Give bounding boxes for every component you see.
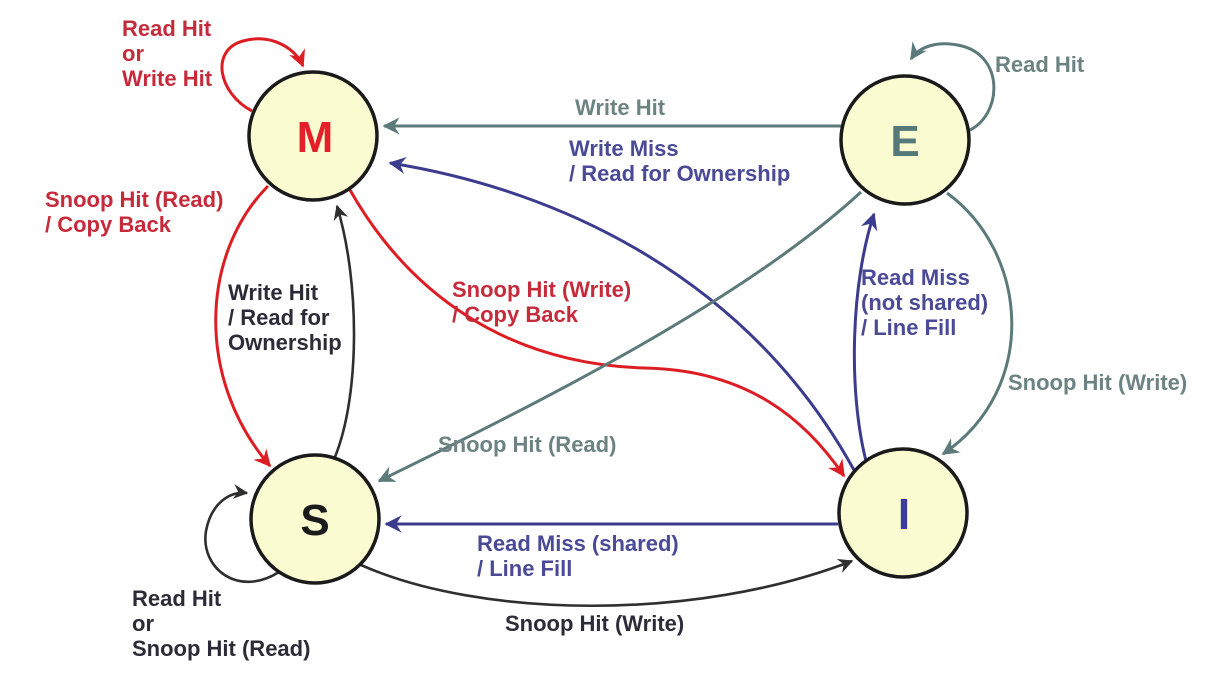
label-line: Read Miss (shared) bbox=[477, 531, 679, 556]
label-line: Snoop Hit (Write) bbox=[452, 277, 632, 302]
state-circle-i bbox=[837, 447, 969, 579]
label-line: Snoop Hit (Write) bbox=[505, 611, 685, 636]
label-line: (not shared) bbox=[861, 290, 989, 315]
label-line: / Read for bbox=[228, 305, 330, 330]
edge-e-to-i bbox=[941, 191, 1014, 456]
label-line: Read Hit bbox=[122, 16, 212, 41]
edge-i-to-e bbox=[852, 212, 878, 462]
label-s-to-m: Write Hit / Read for Ownership bbox=[228, 280, 342, 355]
label-line: Read Hit bbox=[995, 52, 1085, 77]
label-s-to-i: Snoop Hit (Write) bbox=[505, 611, 684, 636]
label-line: Write Miss bbox=[569, 136, 679, 161]
state-circle-e bbox=[839, 74, 971, 206]
label-line: Snoop Hit (Read) bbox=[132, 636, 311, 661]
label-line: / Line Fill bbox=[477, 556, 573, 581]
state-label-m: M bbox=[297, 113, 334, 162]
label-line: Read Miss bbox=[861, 265, 970, 290]
state-label-e: E bbox=[890, 117, 919, 166]
state-circle-m bbox=[247, 70, 379, 202]
label-e-to-m: Write Hit bbox=[575, 95, 665, 120]
label-m-to-i: Snoop Hit (Write) / Copy Back bbox=[452, 277, 631, 327]
label-s-self-loop: Read Hit or Snoop Hit (Read) bbox=[132, 586, 310, 661]
edge-e-to-s bbox=[377, 190, 863, 483]
label-e-to-s: Snoop Hit (Read) bbox=[438, 432, 616, 457]
label-i-to-s: Read Miss (shared) / Line Fill bbox=[477, 531, 679, 581]
edge-s-to-i bbox=[360, 558, 854, 607]
label-i-to-m: Write Miss / Read for Ownership bbox=[569, 136, 790, 186]
label-m-to-s: Snoop Hit (Read) / Copy Back bbox=[45, 187, 223, 237]
label-line: / Read for Ownership bbox=[569, 161, 791, 186]
label-i-to-e: Read Miss (not shared) / Line Fill bbox=[861, 265, 988, 340]
state-label-i: I bbox=[898, 490, 910, 539]
label-line: / Copy Back bbox=[45, 212, 171, 237]
edge-m-to-s bbox=[214, 184, 272, 468]
label-line: Read Hit bbox=[132, 586, 222, 611]
edge-i-to-m bbox=[388, 156, 856, 471]
state-circle-s bbox=[249, 453, 381, 585]
label-line: Write Hit bbox=[122, 66, 213, 91]
state-label-s: S bbox=[300, 496, 329, 545]
label-e-self-loop: Read Hit bbox=[995, 52, 1084, 77]
label-line: or bbox=[122, 41, 144, 66]
label-e-to-i: Snoop Hit (Write) bbox=[1008, 370, 1187, 395]
label-line: / Copy Back bbox=[452, 302, 578, 327]
edge-m-self-loop bbox=[220, 37, 305, 113]
edge-m-to-i bbox=[348, 189, 846, 478]
edge-s-to-m bbox=[333, 204, 356, 458]
label-line: Snoop Hit (Read) bbox=[45, 187, 224, 212]
label-line: Write Hit bbox=[228, 280, 319, 305]
label-line: or bbox=[132, 611, 154, 636]
label-line: / Line Fill bbox=[861, 315, 957, 340]
edge-e-self-loop bbox=[909, 41, 996, 133]
label-line: Ownership bbox=[228, 330, 342, 355]
label-line: Snoop Hit (Write) bbox=[1008, 370, 1188, 395]
label-m-self-loop: Read Hit or Write Hit bbox=[122, 16, 212, 91]
label-line: Snoop Hit (Read) bbox=[438, 432, 617, 457]
edge-s-self-loop bbox=[204, 484, 280, 584]
label-line: Write Hit bbox=[575, 95, 666, 120]
